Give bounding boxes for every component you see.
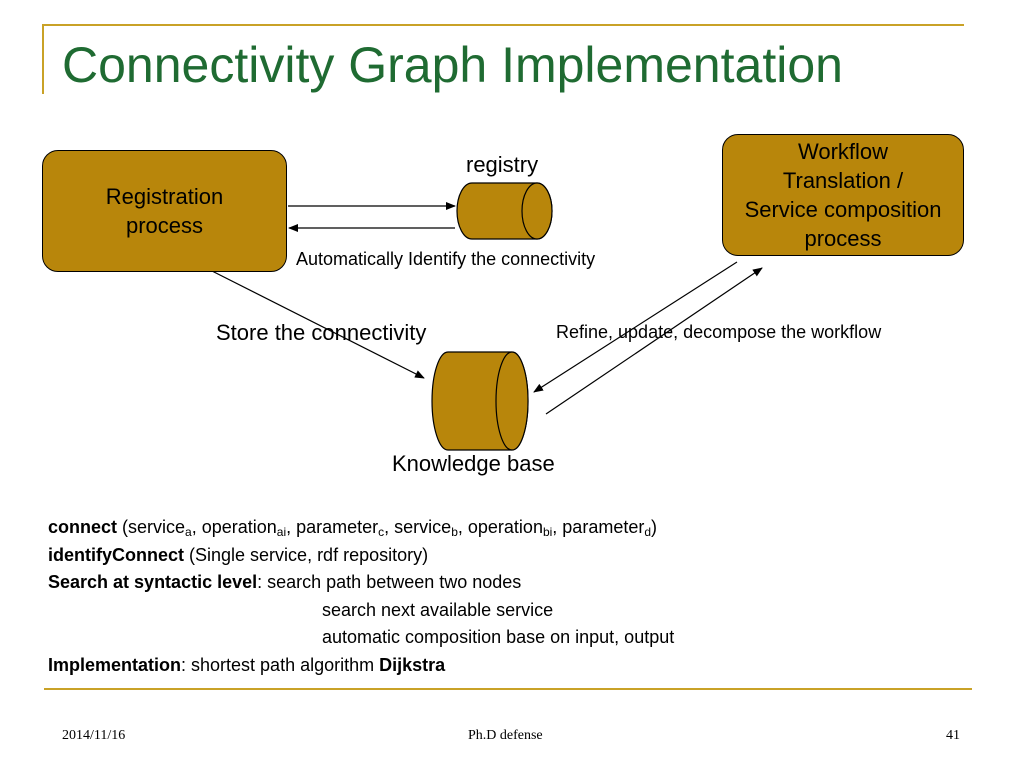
page-number: 41 bbox=[946, 728, 960, 743]
search-line: Search at syntactic level: search path b… bbox=[48, 572, 522, 592]
footer-title: Ph.D defense bbox=[468, 728, 543, 743]
connect-line: connect (servicea, operationai, paramete… bbox=[48, 517, 658, 539]
registration-process-box: Registration process bbox=[42, 150, 287, 272]
knowledge-base-database-icon bbox=[431, 351, 529, 451]
side-rule bbox=[42, 24, 44, 94]
workflow-translation-box: Workflow Translation / Service compositi… bbox=[722, 134, 964, 256]
description-text: connect (servicea, operationai, paramete… bbox=[48, 514, 674, 679]
arrow-knowledge-base-to-workflow bbox=[545, 267, 763, 415]
connect-keyword: connect bbox=[48, 517, 118, 537]
refine-workflow-label: Refine, update, decompose the workflow bbox=[556, 322, 882, 342]
identify-line: identifyConnect (Single service, rdf rep… bbox=[48, 544, 429, 565]
store-connectivity-label: Store the connectivity bbox=[216, 320, 427, 345]
identify-keyword: identifyConnect bbox=[48, 544, 185, 565]
search-line-2: search next available service bbox=[322, 599, 554, 620]
footer-date: 2014/11/16 bbox=[62, 728, 126, 743]
search-line-3: automatic composition base on input, out… bbox=[322, 627, 675, 647]
top-rule bbox=[44, 24, 964, 26]
automatic-identify-label: Automatically Identify the connectivity bbox=[296, 249, 596, 269]
dijkstra-keyword: Dijkstra bbox=[379, 654, 446, 675]
slide-title: Connectivity Graph Implementation bbox=[62, 37, 843, 93]
implementation-keyword: Implementation bbox=[48, 654, 182, 675]
bottom-rule bbox=[44, 688, 972, 690]
search-keyword: Search at syntactic level bbox=[48, 572, 258, 592]
registry-database-icon bbox=[456, 182, 553, 240]
registry-label: registry bbox=[466, 152, 539, 177]
arrow-workflow-to-knowledge-base bbox=[533, 261, 738, 393]
arrow-registration-to-knowledge-base bbox=[211, 270, 425, 379]
knowledge-base-label: Knowledge base bbox=[392, 451, 555, 476]
implementation-line: Implementation: shortest path algorithm … bbox=[48, 654, 446, 675]
